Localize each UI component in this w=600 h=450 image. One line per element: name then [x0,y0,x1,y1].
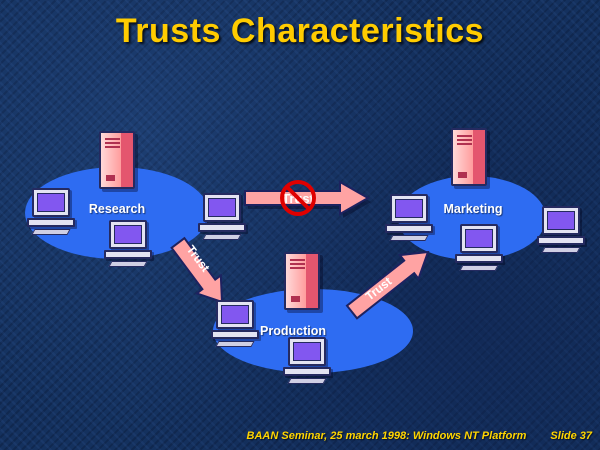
server-led [291,296,300,302]
server-icon [99,131,135,189]
server-vents [290,259,305,271]
workstation-icon [208,300,262,347]
trust-arrow-research-production [170,236,224,304]
workstation-icon [382,194,436,241]
server-led [106,175,115,181]
marketing-domain-label: Marketing [443,202,503,216]
trust-arrow-research-marketing [244,180,371,216]
workstation-icon [195,193,249,240]
slide-number: Slide 37 [550,430,592,442]
server-vents [457,135,472,147]
workstation-icon [101,220,155,267]
trust-arrow-production-marketing [345,250,430,320]
server-vents [105,138,120,150]
slide-title: Trusts Characteristics [115,12,485,50]
no-trust-prohibition-icon [280,180,316,216]
footer-text: BAAN Seminar, 25 march 1998: Windows NT … [246,430,527,442]
server-icon [284,252,320,310]
server-icon [451,128,487,186]
research-domain-label: Research [88,202,146,216]
slide-footer: BAAN Seminar, 25 march 1998: Windows NT … [247,430,592,442]
marketing-domain-ellipse [398,176,546,260]
research-domain-ellipse [25,167,209,259]
production-domain-label: Production [260,324,326,338]
workstation-icon [280,337,334,384]
server-led [458,172,467,178]
workstation-icon [24,188,78,235]
workstation-icon [452,224,506,271]
workstation-icon [534,206,588,253]
